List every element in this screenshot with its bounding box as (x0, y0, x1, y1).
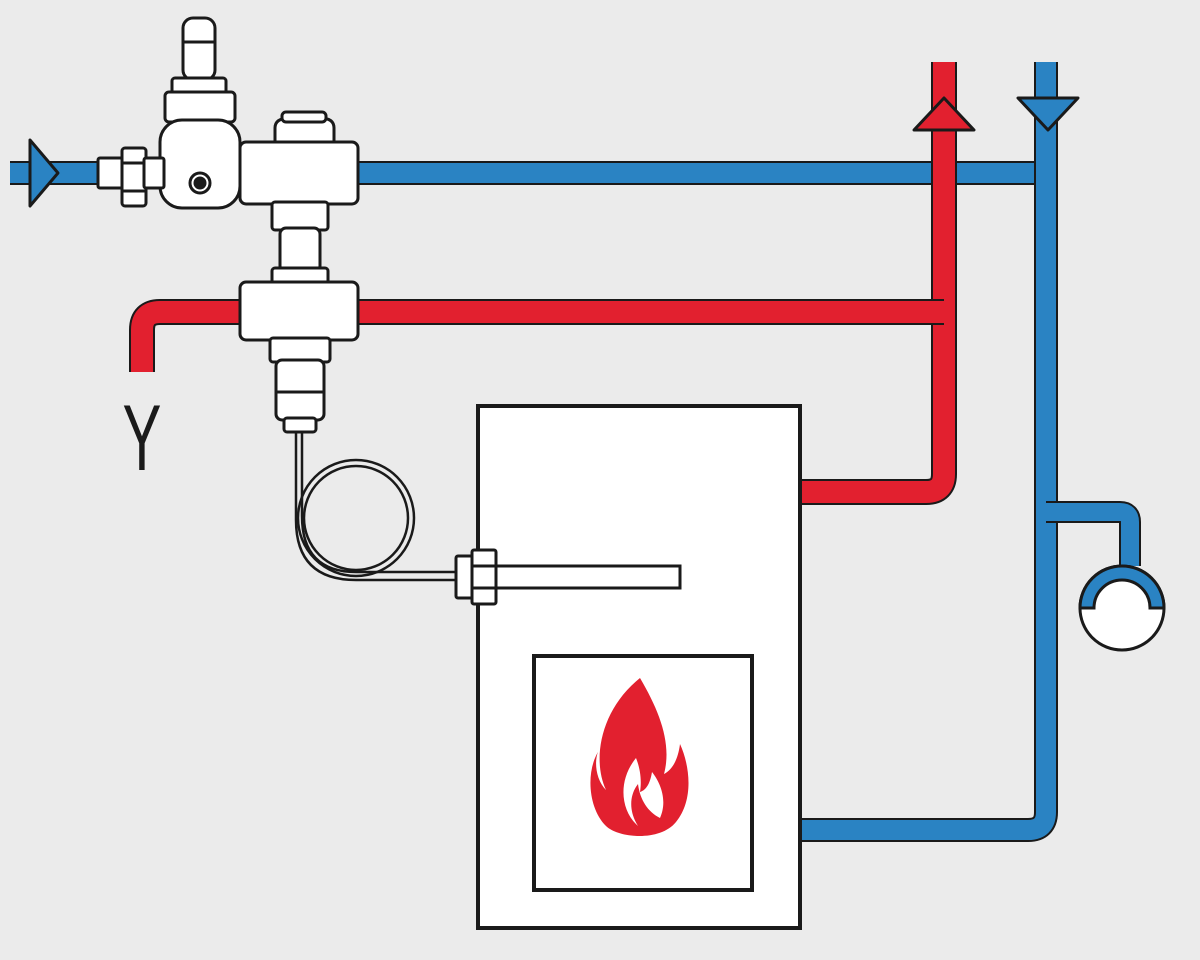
pump-indicator-icon (1078, 564, 1166, 610)
drain-label: Y (123, 385, 162, 491)
boiler (476, 404, 802, 930)
drain-symbol: Y (123, 385, 162, 491)
flame-icon (590, 678, 689, 836)
cold-water-pipes (10, 62, 1141, 842)
inlet-union (96, 146, 166, 208)
flow-arrows (28, 96, 1080, 208)
capillary-tube (294, 432, 462, 582)
cold-inlet-arrow-icon (28, 138, 60, 208)
sensor-probe (454, 548, 682, 606)
hot-outlet-arrow-icon (912, 96, 976, 132)
thermal-discharge-valve (238, 110, 360, 434)
cold-down-arrow-icon (1016, 96, 1080, 132)
circulation-pump (1078, 564, 1166, 652)
safety-relief-valve (158, 16, 242, 210)
capillary-coil (296, 458, 416, 578)
hot-water-pipes (129, 62, 957, 505)
